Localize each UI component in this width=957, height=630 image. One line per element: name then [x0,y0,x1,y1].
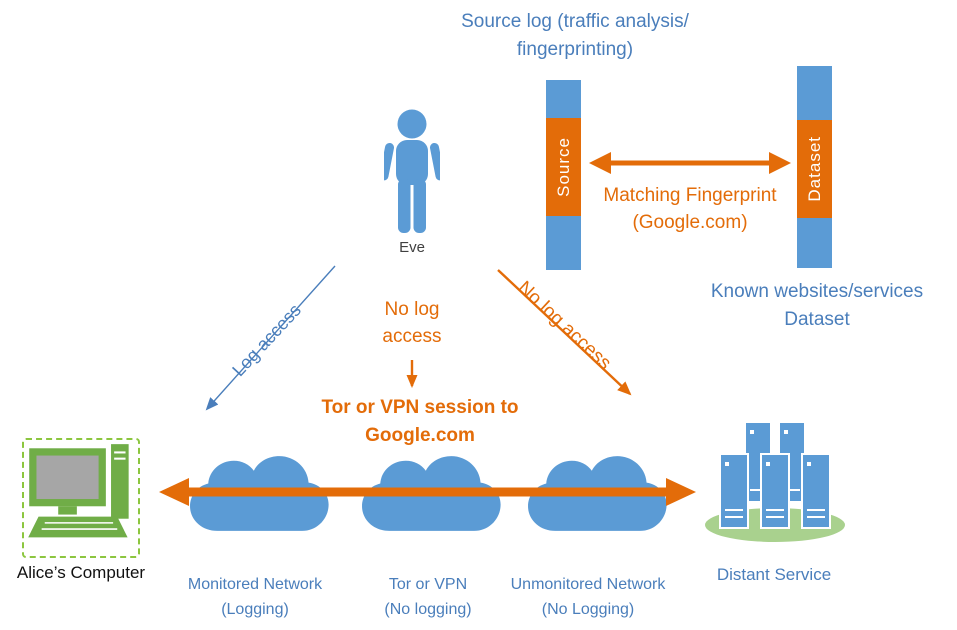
source-bar-label: Source [553,137,573,197]
known-dataset-label: Known websites/services Dataset [710,281,924,330]
monitored-network-label: Monitored Network (Logging) [187,576,323,618]
no-log-access-arrow-right [497,269,632,396]
alice-computer-label: Alice’s Computer [16,563,146,582]
no-log-access-center-label: No log access [382,299,442,347]
source-log-title: Source log (traffic analysis/ fingerprin… [461,11,689,60]
dataset-bar-orange-segment: Dataset [797,120,832,218]
matching-fingerprint-arrow [589,152,791,174]
distant-service-icon [705,421,845,542]
tor-vpn-label: Tor or VPN (No logging) [384,576,472,618]
alice-computer-icon [28,444,129,538]
eve-person-icon [384,109,440,233]
session-label: Tor or VPN session to Google.com [321,397,519,446]
source-bar: Source [546,80,581,270]
distant-service-label: Distant Service [716,565,832,584]
source-bar-orange-segment: Source [546,118,581,216]
alice-computer-selection-box [22,438,140,558]
unmonitored-network-label: Unmonitored Network (No Logging) [510,576,666,618]
eve-label: Eve [399,239,425,256]
dataset-bar-label: Dataset [804,136,824,202]
dataset-bar: Dataset [797,66,832,268]
matching-fingerprint-label: Matching Fingerprint (Google.com) [603,185,777,233]
network-path-arrow [159,478,696,506]
log-access-arrow [205,265,336,411]
no-log-access-arrow-center [406,360,418,388]
